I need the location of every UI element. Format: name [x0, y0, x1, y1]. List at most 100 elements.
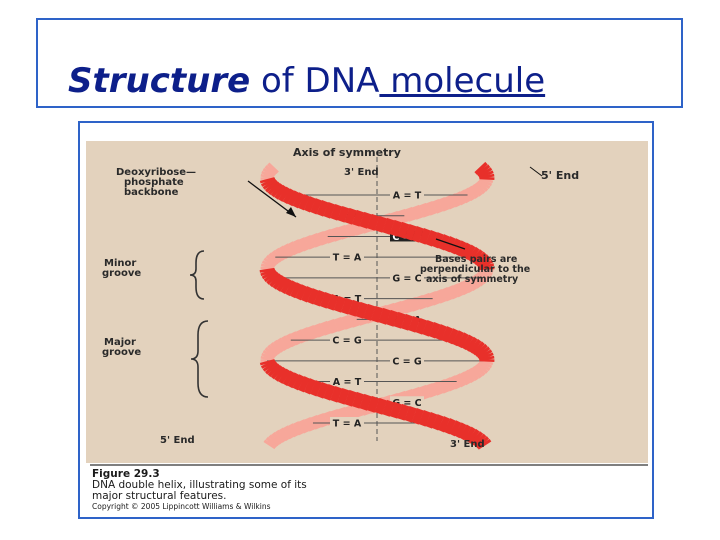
base-pair-label-bg: [330, 251, 364, 263]
strand-a-segment: [444, 195, 456, 210]
base-pair-label: A = T: [333, 377, 362, 388]
strand-a-segment: [467, 185, 480, 199]
strand-b-segment: [463, 244, 476, 260]
strand-b-segment: [443, 418, 456, 435]
strand-a-segment: [461, 334, 474, 351]
strand-b-segment: [344, 207, 357, 225]
strand-a-segment: [287, 423, 299, 438]
title-bold-word: Structure: [68, 61, 251, 101]
strand-a-segment: [449, 375, 461, 390]
slide-title: Structure of DNA molecule: [68, 64, 545, 98]
strand-b-segment: [334, 316, 346, 332]
strand-a-segment: [304, 235, 316, 250]
strand-b-segment: [316, 382, 329, 399]
strand-b-segment: [262, 360, 277, 372]
strand-b-segment: [287, 372, 300, 389]
strand-b-segment: [337, 205, 350, 223]
strand-b-segment: [429, 290, 441, 306]
strand-b-segment: [454, 422, 467, 439]
strand-b-segment: [470, 431, 484, 446]
base-pairs-label-line-2: perpendicular to the: [420, 264, 530, 275]
strand-a-segment: [278, 245, 290, 260]
strand-b-segment: [266, 344, 279, 357]
strand-a-segment: [432, 380, 444, 396]
strand-b-segment: [389, 219, 403, 237]
strand-b-segment: [270, 183, 284, 198]
strand-a-segment: [265, 436, 278, 448]
strand-b-segment: [447, 285, 459, 300]
strand-b-segment: [287, 190, 300, 207]
strand-a-segment: [285, 280, 298, 297]
strand-a-segment: [444, 377, 456, 392]
strand-a-segment: [295, 284, 308, 301]
strand-b-segment: [313, 322, 325, 338]
strand-b-segment: [276, 337, 288, 351]
base-pair-label-bg: [390, 189, 424, 200]
strand-b-segment: [441, 287, 453, 302]
strand-a-segment: [293, 421, 305, 436]
strand-b-segment: [477, 438, 492, 450]
strand-a-segment: [269, 273, 283, 288]
strand-a-segment: [268, 252, 281, 265]
strand-b-segment: [359, 393, 372, 411]
major-groove-brace: [190, 320, 209, 398]
strand-b-segment: [270, 365, 284, 380]
base-pair-label: G = C: [392, 273, 421, 284]
minor-groove-label-line-1: Minor: [104, 258, 136, 269]
strand-b-segment: [310, 198, 323, 215]
strand-b-segment: [469, 275, 481, 289]
strand-a-segment: [271, 431, 283, 445]
strand-a-segment: [272, 275, 286, 290]
strand-b-segment: [366, 395, 380, 413]
strand-a-segment: [301, 286, 313, 303]
strand-b-segment: [267, 363, 281, 377]
strand-b-segment: [475, 436, 490, 449]
strand-b-segment: [264, 165, 277, 176]
strand-a-segment: [397, 208, 410, 224]
strand-b-segment: [408, 296, 420, 312]
strand-a-segment: [471, 341, 485, 356]
strand-a-segment: [319, 292, 332, 309]
strand-a-segment: [344, 404, 357, 420]
strand-b-segment: [316, 200, 329, 217]
strand-b-segment: [267, 181, 281, 195]
strand-b-segment: [472, 274, 485, 287]
strand-b-segment: [478, 269, 492, 279]
strand-a-segment: [465, 336, 478, 352]
strand-b-segment: [425, 230, 438, 247]
minor-groove-label-line-2: groove: [102, 268, 141, 279]
strand-b-segment: [366, 213, 380, 231]
strand-a-segment: [283, 243, 295, 258]
strand-b-segment: [473, 433, 487, 447]
strand-a-segment: [455, 191, 467, 206]
strand-a-segment: [438, 379, 450, 394]
strand-a-segment: [266, 271, 280, 285]
strand-a-segment: [471, 365, 483, 379]
strand-b-segment: [326, 318, 339, 334]
strand-a-segment: [422, 320, 435, 337]
strand-b-segment: [425, 412, 438, 429]
strand-b-segment: [264, 180, 279, 193]
strand-b-segment: [389, 401, 403, 419]
strand-a-segment: [464, 187, 476, 202]
strand-a-segment: [471, 183, 483, 197]
strand-b-segment: [266, 162, 279, 175]
strand-a-segment: [473, 182, 486, 195]
strand-b-segment: [278, 186, 291, 202]
backbone-arrowhead: [286, 207, 296, 217]
strand-a-segment: [390, 210, 402, 226]
strand-b-segment: [404, 223, 417, 241]
strand-b-segment: [415, 294, 428, 310]
strand-b-segment: [330, 203, 343, 221]
strand-a-segment: [476, 164, 491, 177]
strand-a-segment: [363, 303, 376, 321]
strand-b-segment: [274, 366, 287, 382]
strand-b-segment: [310, 380, 323, 397]
strand-a-segment: [393, 311, 406, 329]
strand-b-segment: [301, 327, 313, 342]
strand-b-segment: [269, 342, 282, 355]
strand-a-segment: [455, 373, 467, 388]
strand-a-segment: [476, 180, 489, 192]
base-pair-label-bg: [330, 375, 364, 387]
strand-b-segment: [467, 246, 480, 262]
